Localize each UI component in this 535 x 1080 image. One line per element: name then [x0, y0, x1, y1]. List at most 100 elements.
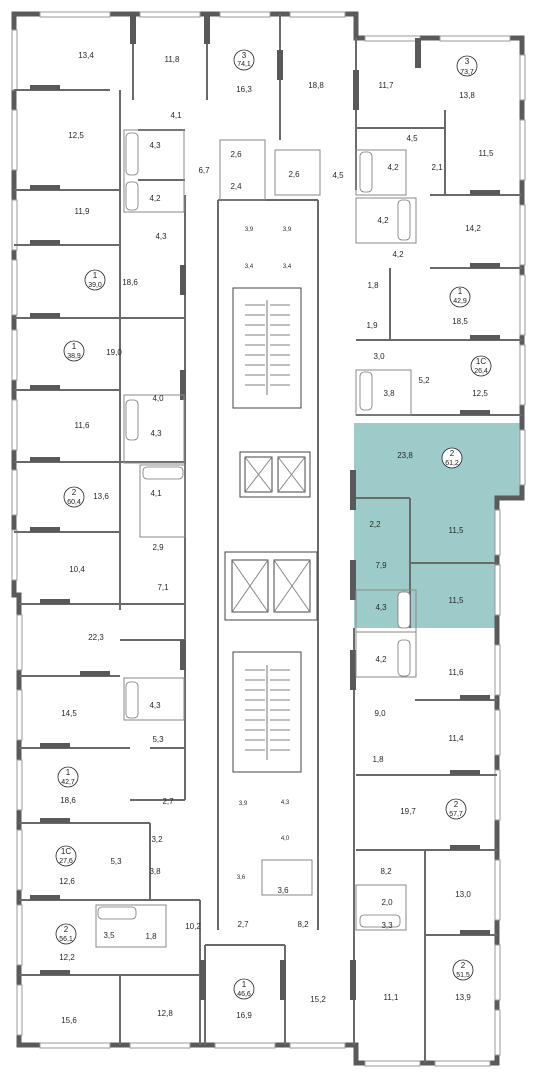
room-area: 13,4	[78, 51, 94, 60]
room-area: 2,1	[431, 163, 443, 172]
apartment-badge[interactable]: 2 57,7	[445, 798, 467, 820]
apartment-rooms: 1С	[61, 847, 71, 856]
room-area: 4,2	[387, 163, 399, 172]
apartment-badge[interactable]: 2 56,1	[55, 923, 77, 945]
room-count-badge-icon	[456, 55, 478, 77]
room-count-badge-icon	[233, 978, 255, 1000]
room-area: 14,2	[465, 224, 481, 233]
room-area: 4,0	[281, 836, 290, 842]
apartment-rooms: 2	[450, 449, 455, 458]
apartment-area: 74,1	[237, 61, 251, 68]
apartment-badge[interactable]: 1 38,9	[63, 340, 85, 362]
room-area: 3,5	[103, 931, 115, 940]
room-area: 3,0	[373, 352, 385, 361]
apartment-badge[interactable]: 1 42,7	[57, 766, 79, 788]
apartment-badge[interactable]: 1С 26,4	[470, 355, 492, 377]
apartment-area: 73,7	[460, 69, 474, 76]
room-area: 2,9	[152, 543, 164, 552]
room-count-badge-icon	[452, 959, 474, 981]
room-area: 4,1	[170, 111, 182, 120]
apartment-rooms: 1	[458, 287, 463, 296]
room-area: 11,5	[479, 149, 495, 158]
room-area: 3,2	[151, 835, 163, 844]
room-area: 3,8	[149, 867, 161, 876]
apartment-badge[interactable]: 3 74,1	[233, 49, 255, 71]
room-area: 4,2	[149, 194, 161, 203]
apartment-badge[interactable]: 1 39,0	[84, 269, 106, 291]
room-area: 10,2	[185, 922, 201, 931]
room-area: 11,9	[75, 207, 91, 216]
room-area: 2,7	[162, 797, 174, 806]
room-area: 11,5	[449, 526, 465, 535]
room-count-badge-icon	[57, 766, 79, 788]
room-area: 3,3	[381, 921, 393, 930]
room-area: 3,4	[245, 264, 254, 270]
room-area: 4,2	[377, 216, 389, 225]
apartment-badge[interactable]: 2 61,2	[441, 447, 463, 469]
room-area: 3,4	[283, 264, 292, 270]
apartment-area: 60,4	[67, 499, 81, 506]
room-area: 3,9	[239, 801, 248, 807]
room-area: 4,3	[149, 141, 161, 150]
room-area: 23,8	[397, 451, 413, 460]
room-area: 8,2	[380, 867, 392, 876]
room-area: 19,7	[400, 807, 416, 816]
windows	[11, 11, 526, 1067]
room-count-badge-icon	[441, 447, 463, 469]
room-area: 11,7	[379, 81, 395, 90]
apartment-badge[interactable]: 2 60,4	[63, 486, 85, 508]
room-area: 18,5	[452, 317, 468, 326]
apartment-badge[interactable]: 1С 27,6	[55, 845, 77, 867]
apartment-area: 61,2	[445, 460, 459, 467]
elevator-shaft-group-1	[239, 451, 311, 498]
room-area: 2,0	[381, 898, 393, 907]
room-count-badge-icon	[449, 286, 471, 308]
room-area: 4,3	[149, 701, 161, 710]
apartment-area: 56,1	[59, 936, 73, 943]
room-area: 4,3	[281, 800, 290, 806]
apartment-area: 39,0	[88, 282, 102, 289]
stairwell-south	[232, 651, 302, 773]
room-area: 3,6	[237, 875, 246, 881]
room-area: 13,9	[455, 993, 471, 1002]
apartment-badge[interactable]: 1 42,9	[449, 286, 471, 308]
apartment-badge[interactable]: 2 51,5	[452, 959, 474, 981]
room-count-badge-icon	[233, 49, 255, 71]
room-area: 1,8	[145, 932, 157, 941]
apartment-rooms: 2	[64, 925, 69, 934]
room-area: 11,4	[449, 734, 465, 743]
apartment-rooms: 1	[93, 271, 98, 280]
room-area: 1,9	[366, 321, 378, 330]
room-area: 4,5	[406, 134, 418, 143]
room-area: 2,7	[237, 920, 249, 929]
room-area: 19,0	[106, 348, 122, 357]
room-area: 15,6	[61, 1016, 77, 1025]
room-areas: 13,4 11,8 16,3 18,8 11,7 13,8 12,5 4,1 4…	[59, 51, 494, 1025]
apartment-badges: 3 74,1 3 73,7 1 39,0 1 42,9 1 38,9 1С 26…	[55, 49, 492, 1000]
room-area: 15,2	[310, 995, 326, 1004]
apartment-rooms: 3	[465, 57, 470, 66]
room-area: 3,9	[245, 227, 254, 233]
room-area: 16,3	[236, 85, 252, 94]
room-count-badge-icon	[55, 845, 77, 867]
room-area: 4,2	[392, 250, 404, 259]
room-area: 9,0	[374, 709, 386, 718]
apartment-highlight-2-61-2[interactable]	[354, 423, 520, 628]
room-area: 3,6	[277, 886, 289, 895]
apartment-badge[interactable]: 1 46,6	[233, 978, 255, 1000]
room-area: 11,5	[449, 596, 465, 605]
stairwell-north	[232, 287, 302, 409]
room-area: 4,3	[375, 603, 387, 612]
room-area: 13,6	[93, 492, 109, 501]
apartment-area: 57,7	[449, 811, 463, 818]
elevator-shaft-group-2	[224, 551, 318, 621]
room-area: 6,7	[198, 166, 210, 175]
room-area: 7,1	[157, 583, 169, 592]
room-area: 8,2	[297, 920, 309, 929]
apartment-badge[interactable]: 3 73,7	[456, 55, 478, 77]
room-count-badge-icon	[63, 340, 85, 362]
apartment-area: 42,9	[453, 298, 467, 305]
room-area: 4,2	[375, 655, 387, 664]
room-count-badge-icon	[445, 798, 467, 820]
